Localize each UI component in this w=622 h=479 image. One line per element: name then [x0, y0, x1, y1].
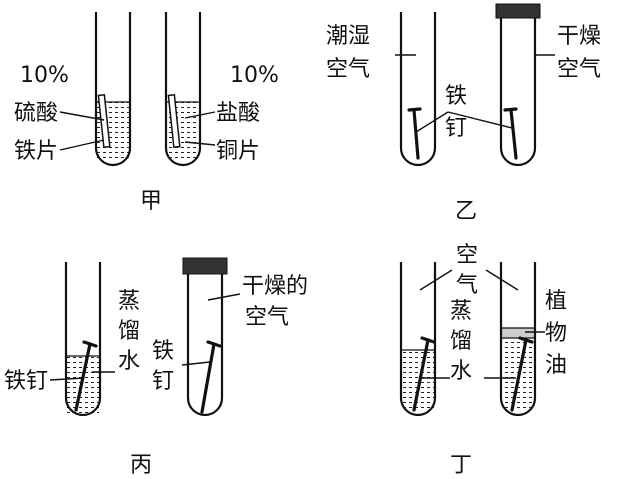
- dry-air-label-2: 空气: [245, 305, 289, 330]
- test-tube-hydrochloric-acid: [164, 12, 202, 167]
- caption-jia: 甲: [140, 189, 162, 214]
- right-metal-label: 铜片: [216, 139, 260, 164]
- nail-label-right-1: 铁: [152, 339, 174, 364]
- humid-air-label-1: 潮湿: [326, 24, 370, 49]
- nail-label-right-2: 钉: [152, 369, 174, 394]
- rubber-stopper: [182, 257, 228, 275]
- vegetable-oil-label-3: 油: [545, 353, 567, 378]
- air-label-1: 空: [456, 243, 478, 268]
- iron-sheet: [97, 93, 111, 148]
- distilled-water-label-3: 水: [450, 359, 472, 384]
- group-yi: 潮湿 空气 铁 钉 干燥 空气 乙: [326, 3, 601, 224]
- rubber-stopper: [495, 3, 541, 19]
- vegetable-oil-label-2: 物: [545, 321, 567, 346]
- distilled-water-label-2: 馏: [118, 319, 140, 344]
- dry-air-label-1: 干燥: [557, 24, 601, 49]
- dry-air-label-2: 空气: [557, 57, 601, 82]
- caption-bing: 丙: [130, 453, 152, 478]
- nail-label-2: 钉: [445, 116, 467, 141]
- group-jia: 10% 硫酸 铁片 10% 盐酸 铜片 甲: [14, 12, 279, 214]
- vegetable-oil-layer: [502, 328, 534, 338]
- humid-air-label-2: 空气: [326, 57, 370, 82]
- dry-air-label-1: 干燥的: [242, 274, 308, 299]
- air-label-2: 气: [456, 273, 478, 298]
- distilled-water-label-3: 水: [118, 349, 140, 374]
- left-acid-label: 硫酸: [14, 101, 58, 126]
- distilled-water-label-2: 馏: [450, 329, 472, 354]
- distilled-water-label-1: 蒸: [118, 289, 140, 314]
- distilled-water-label-1: 蒸: [450, 299, 472, 324]
- nail-label-left: 铁钉: [4, 369, 48, 394]
- vegetable-oil-label-1: 植: [545, 289, 567, 314]
- nail-label-1: 铁: [445, 84, 467, 109]
- right-concentration: 10%: [230, 63, 279, 88]
- copper-sheet: [167, 93, 181, 148]
- right-acid-label: 盐酸: [216, 101, 260, 126]
- caption-yi: 乙: [455, 199, 477, 224]
- left-metal-label: 铁片: [14, 139, 58, 164]
- group-ding: 空 气 蒸 馏 水 植 物 油 丁: [399, 243, 567, 478]
- group-bing: 铁钉 蒸 馏 水 铁 钉 干燥的 空气 丙: [4, 257, 308, 478]
- caption-ding: 丁: [450, 453, 472, 478]
- test-tube-sulfuric-acid: [94, 12, 132, 167]
- left-concentration: 10%: [20, 63, 69, 88]
